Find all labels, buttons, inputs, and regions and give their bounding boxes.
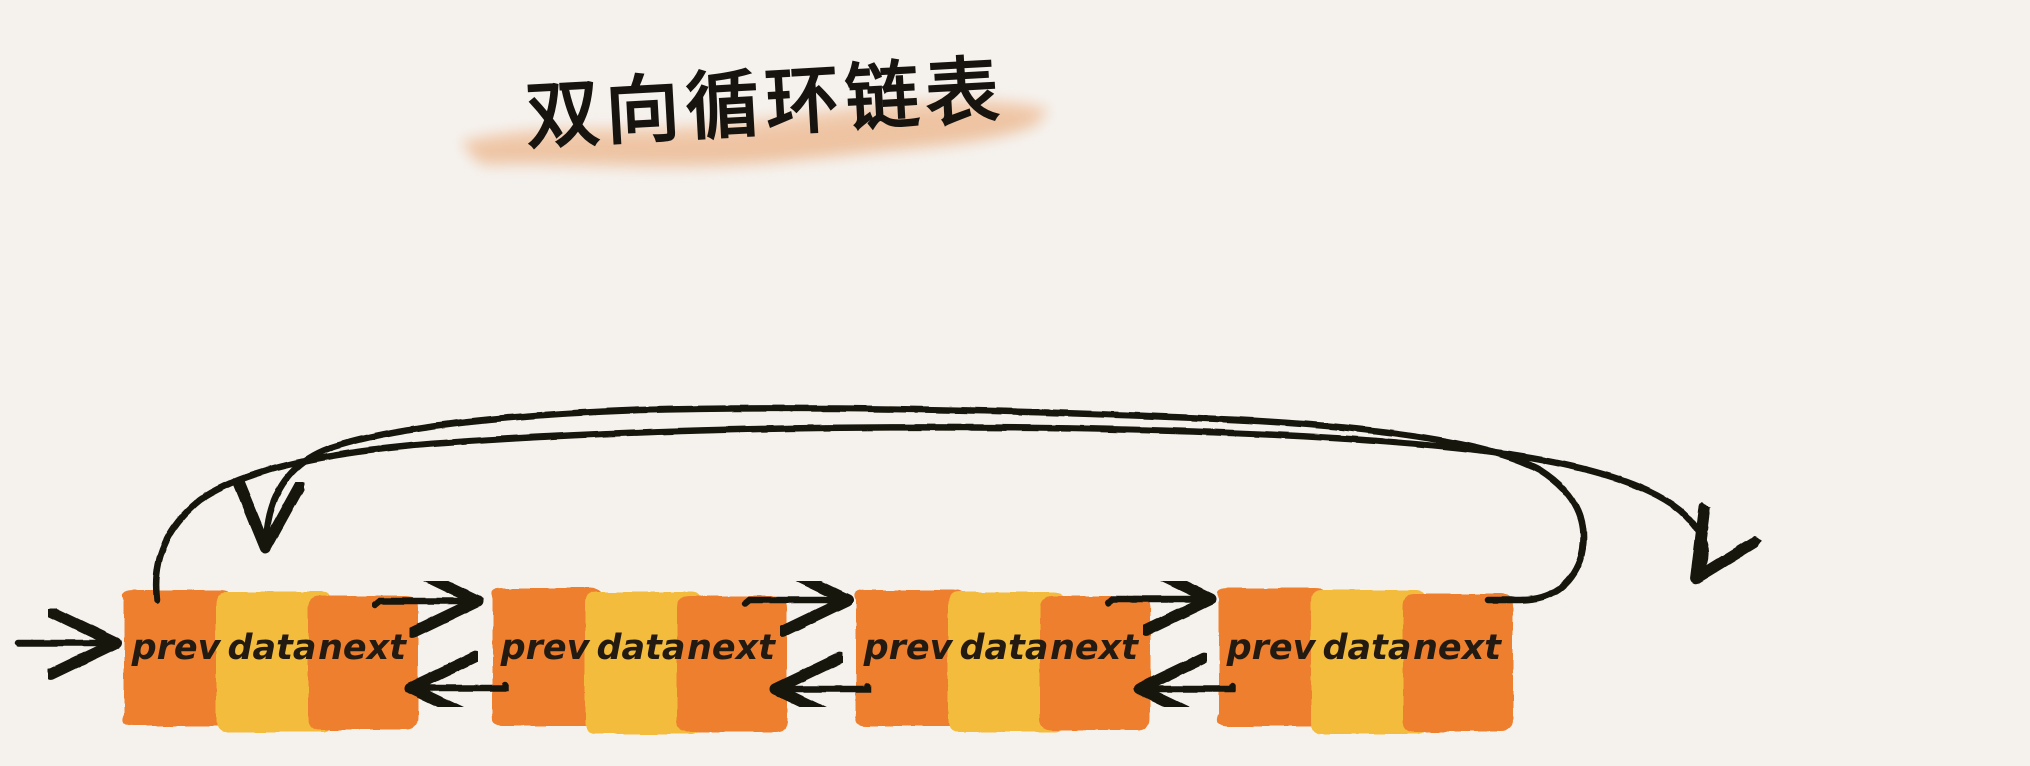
arrow-next-2-to-3 xyxy=(741,600,840,604)
node-3 xyxy=(854,590,1150,732)
arrow-prev-3-to-2 xyxy=(783,686,872,689)
node-4 xyxy=(1217,588,1513,734)
node-1 xyxy=(122,590,418,732)
arrow-prev-2-to-1 xyxy=(418,685,509,688)
arrow-next-3-to-4 xyxy=(1104,599,1203,603)
wrap-around-curves xyxy=(152,405,1706,604)
title-highlight-swash xyxy=(462,100,1050,169)
straight-arrows xyxy=(14,599,1236,689)
node-2 xyxy=(491,588,787,734)
arrow-next-1-to-2 xyxy=(371,601,470,605)
curve-prev1-to-data4 xyxy=(152,424,1706,604)
arrow-prev-4-to-3 xyxy=(1147,686,1236,689)
curve-next4-to-data1 xyxy=(266,405,1587,604)
node-blocks xyxy=(122,588,1513,734)
